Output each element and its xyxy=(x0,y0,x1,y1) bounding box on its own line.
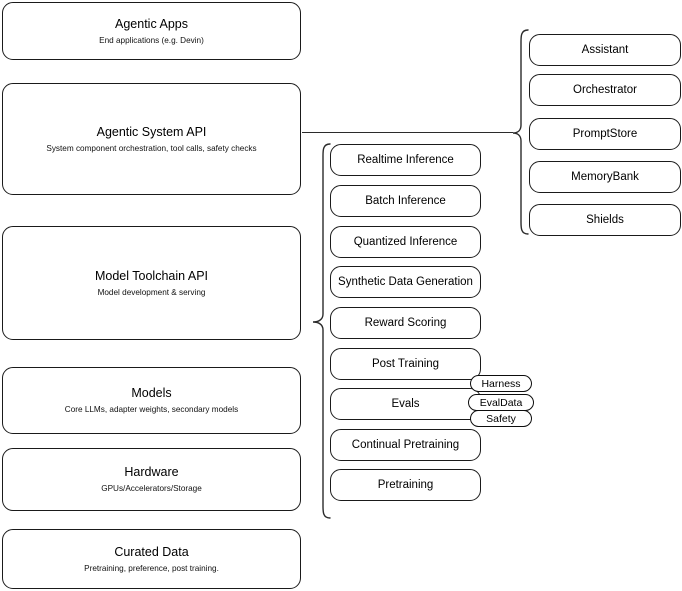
capability-box-continual-pretraining[interactable]: Continual Pretraining xyxy=(330,429,481,461)
layer-box-curated-data[interactable]: Curated Data Pretraining, preference, po… xyxy=(2,529,301,589)
component-title: MemoryBank xyxy=(571,170,639,183)
capability-title: Realtime Inference xyxy=(357,153,454,166)
capability-title: Quantized Inference xyxy=(353,235,458,248)
capability-box-synthetic-data-generation[interactable]: Synthetic Data Generation xyxy=(330,266,481,298)
capability-box-pretraining[interactable]: Pretraining xyxy=(330,469,481,501)
layer-title: Agentic Apps xyxy=(115,16,188,31)
layer-box-agentic-apps[interactable]: Agentic Apps End applications (e.g. Devi… xyxy=(2,2,301,60)
layer-box-hardware[interactable]: Hardware GPUs/Accelerators/Storage xyxy=(2,448,301,511)
layer-title: Agentic System API xyxy=(96,124,207,139)
layer-subtitle: GPUs/Accelerators/Storage xyxy=(101,484,202,493)
capability-box-post-training[interactable]: Post Training xyxy=(330,348,481,380)
capability-box-reward-scoring[interactable]: Reward Scoring xyxy=(330,307,481,339)
component-box-memorybank[interactable]: MemoryBank xyxy=(529,161,681,193)
eval-pill-label: EvalData xyxy=(479,396,523,409)
layer-subtitle: Core LLMs, adapter weights, secondary mo… xyxy=(64,405,239,414)
layer-subtitle: Pretraining, preference, post training. xyxy=(84,563,219,573)
layer-title: Hardware xyxy=(124,465,179,479)
eval-pill-label: Safety xyxy=(486,412,516,425)
layer-title: Models xyxy=(131,386,172,400)
component-title: Assistant xyxy=(581,43,629,56)
capability-box-evals[interactable]: Evals xyxy=(330,388,481,420)
capability-title: Post Training xyxy=(371,357,440,370)
layer-title: Curated Data xyxy=(114,544,189,559)
layer-title: Model Toolchain API xyxy=(94,268,209,283)
curly-brace-system-components xyxy=(512,28,530,236)
eval-pill-harness[interactable]: Harness xyxy=(470,375,532,392)
capability-box-batch-inference[interactable]: Batch Inference xyxy=(330,185,481,217)
capability-box-quantized-inference[interactable]: Quantized Inference xyxy=(330,226,481,258)
eval-pill-label: Harness xyxy=(481,377,521,390)
capability-title: Synthetic Data Generation xyxy=(338,275,473,288)
capability-title: Pretraining xyxy=(377,478,434,491)
component-title: Orchestrator xyxy=(573,83,637,96)
component-box-orchestrator[interactable]: Orchestrator xyxy=(529,74,681,106)
component-title: Shields xyxy=(586,213,624,226)
eval-pill-safety[interactable]: Safety xyxy=(470,410,532,427)
layer-subtitle: End applications (e.g. Devin) xyxy=(99,35,204,45)
component-box-promptstore[interactable]: PromptStore xyxy=(529,118,681,150)
layer-box-models[interactable]: Models Core LLMs, adapter weights, secon… xyxy=(2,367,301,434)
capability-title: Batch Inference xyxy=(365,194,446,207)
layer-box-agentic-system-api[interactable]: Agentic System API System component orch… xyxy=(2,83,301,195)
capability-title: Continual Pretraining xyxy=(351,438,460,451)
component-title: PromptStore xyxy=(572,127,638,140)
layer-box-model-toolchain-api[interactable]: Model Toolchain API Model development & … xyxy=(2,226,301,340)
connector-line-system-api-to-components xyxy=(302,132,513,134)
layer-subtitle: System component orchestration, tool cal… xyxy=(46,143,257,153)
curly-brace-toolchain xyxy=(310,142,332,520)
component-box-shields[interactable]: Shields xyxy=(529,204,681,236)
capability-title: Reward Scoring xyxy=(364,316,447,329)
layer-subtitle: Model development & serving xyxy=(97,287,206,297)
capability-title: Evals xyxy=(391,397,420,410)
capability-box-realtime-inference[interactable]: Realtime Inference xyxy=(330,144,481,176)
component-box-assistant[interactable]: Assistant xyxy=(529,34,681,66)
eval-pill-evaldata[interactable]: EvalData xyxy=(468,394,534,411)
